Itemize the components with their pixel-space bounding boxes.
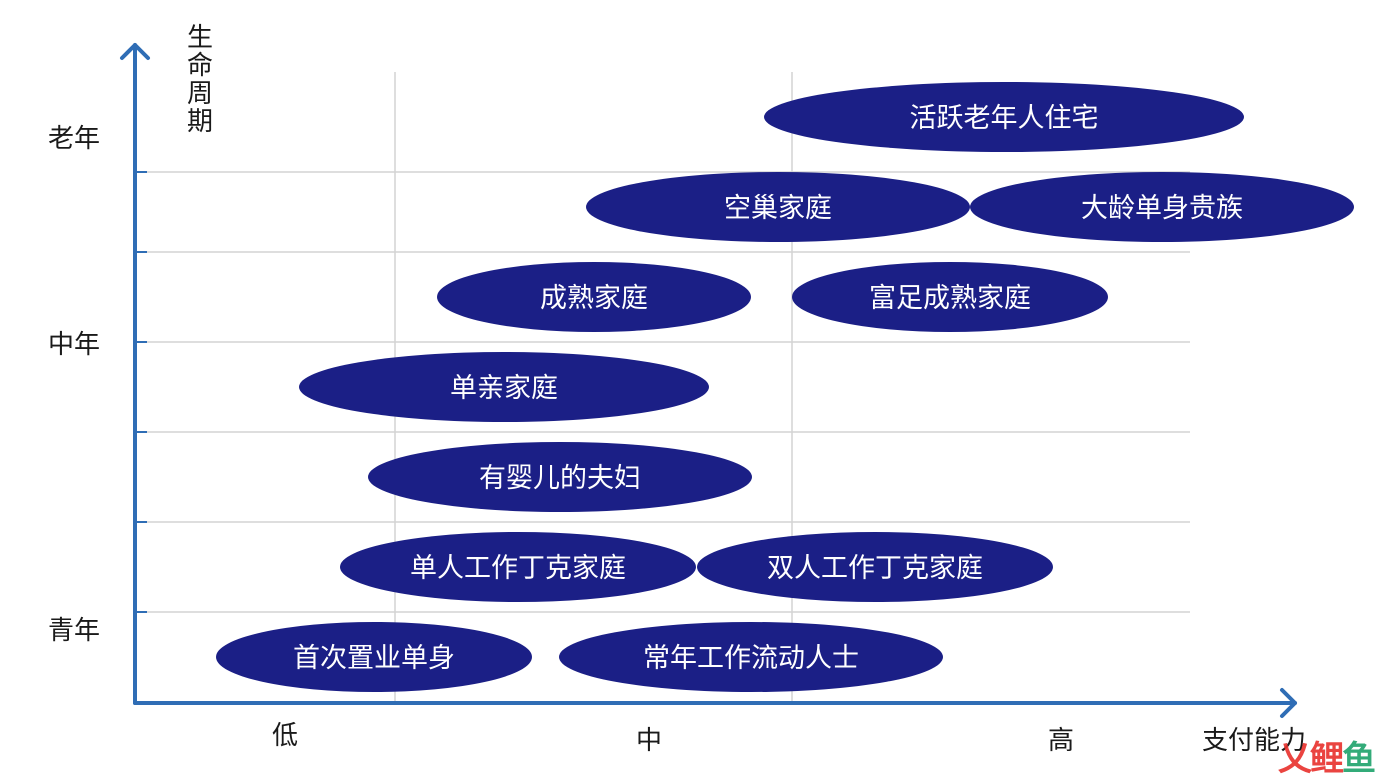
segment-older-single-elite: 大龄单身贵族 (970, 172, 1354, 242)
segment-label: 首次置业单身 (293, 643, 455, 674)
segment-ellipse (697, 532, 1053, 602)
segment-couple-with-baby: 有婴儿的夫妇 (368, 442, 752, 512)
x-axis-arrow-icon (1280, 688, 1297, 718)
segment-single-income-dink: 单人工作丁克家庭 (340, 532, 696, 602)
segment-label: 单亲家庭 (450, 373, 558, 404)
watermark-part: 乂 (1278, 739, 1312, 779)
segment-ellipse (586, 172, 970, 242)
segment-ellipse (970, 172, 1354, 242)
watermark-part: 鲤 (1310, 739, 1344, 779)
segment-label: 富足成熟家庭 (869, 283, 1031, 314)
y-level-label-old: 老年 (48, 124, 101, 154)
watermark-logo: 乂鲤鱼 (1278, 731, 1376, 780)
segment-single-parent-family: 单亲家庭 (299, 352, 709, 422)
segment-ellipse (792, 262, 1108, 332)
segment-first-home-single: 首次置业单身 (216, 622, 532, 692)
segment-label: 单人工作丁克家庭 (410, 553, 626, 584)
x-level-label-high: 高 (1048, 726, 1075, 756)
segment-mobile-workers: 常年工作流动人士 (559, 622, 943, 692)
segment-dual-income-dink: 双人工作丁克家庭 (697, 532, 1053, 602)
segment-label: 成熟家庭 (540, 283, 648, 314)
watermark-part: 鱼 (1342, 739, 1376, 779)
y-axis-title: 生命周期 (186, 23, 213, 137)
segment-label: 活跃老年人住宅 (910, 103, 1099, 134)
y-axis-arrow-icon (120, 43, 150, 60)
segment-label: 大龄单身贵族 (1081, 193, 1243, 224)
segment-ellipse (437, 262, 751, 332)
segment-ellipse (559, 622, 943, 692)
segment-ellipse (216, 622, 532, 692)
axes (120, 43, 1297, 718)
x-axis-title: 支付能力 (1202, 726, 1307, 756)
y-level-label-young: 青年 (48, 616, 101, 646)
segment-affluent-mature-family: 富足成熟家庭 (792, 262, 1108, 332)
y-level-label-middle: 中年 (48, 330, 101, 360)
grid (135, 72, 1190, 705)
segment-mature-family: 成熟家庭 (437, 262, 751, 332)
segment-active-senior-housing: 活跃老年人住宅 (764, 82, 1244, 152)
segment-empty-nest: 空巢家庭 (586, 172, 970, 242)
segment-label: 常年工作流动人士 (643, 643, 859, 674)
segment-ellipse (764, 82, 1244, 152)
segment-ellipse (368, 442, 752, 512)
segment-ellipse (340, 532, 696, 602)
x-level-label-mid: 中 (636, 726, 663, 756)
segments: 活跃老年人住宅 空巢家庭 大龄单身贵族 成熟家庭 富足成熟家庭 单亲家庭 有婴儿… (216, 82, 1354, 692)
segment-label: 有婴儿的夫妇 (479, 463, 641, 494)
segment-label: 空巢家庭 (724, 193, 832, 224)
segment-ellipse (299, 352, 709, 422)
x-level-label-low: 低 (272, 721, 299, 751)
segment-label: 双人工作丁克家庭 (767, 553, 983, 584)
